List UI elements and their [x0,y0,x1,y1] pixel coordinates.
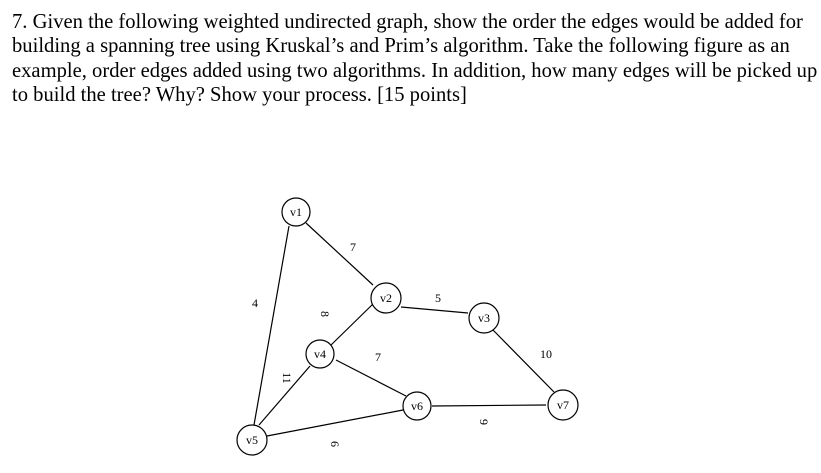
question-line: building a spanning tree using Kruskal’s… [12,35,790,58]
node-label-v7: v7 [557,398,569,412]
edge-v5-v6 [266,409,404,437]
node-v2 [370,282,402,314]
edge-v2-v3 [400,306,469,314]
node-label-v4: v4 [314,347,326,361]
weight-v3-v7: 10 [540,347,552,361]
node-label-v2: v2 [380,291,392,305]
node-label-v6: v6 [411,399,423,413]
node-v3 [468,302,500,334]
edge-v3-v7 [492,329,555,393]
node-label-v3: v3 [478,311,490,325]
weight-v6-v7: 9 [477,419,491,425]
edge-v4-v6 [335,359,407,397]
question-line: example, order edges added using two alg… [12,59,818,82]
weight-v4-v6: 7 [375,350,381,364]
weight-v4-v5: 11 [280,372,294,384]
question-text: 7. Given the following weighted undirect… [12,10,818,107]
weight-v1-v5: 4 [252,296,258,310]
edge-v1-v2 [305,222,374,286]
weight-v5-v6: 6 [328,441,342,447]
weight-v2-v4: 8 [318,311,332,317]
node-v7 [547,389,579,421]
edge-v6-v7 [431,404,547,407]
question-line: 7. Given the following weighted undirect… [12,11,803,33]
weight-v1-v2: 7 [350,240,356,254]
node-label-v1: v1 [290,205,302,219]
node-v1 [281,197,311,227]
node-label-v5: v5 [246,433,258,447]
weight-v2-v3: 5 [435,291,441,305]
edge-v1-v5 [253,225,290,426]
question-line: to build the tree? Why? Show your proces… [12,83,467,106]
node-v5 [236,424,268,456]
edge-v4-v5 [258,365,311,426]
edge-v2-v4 [329,302,375,347]
node-v6 [402,391,432,421]
node-v4 [305,339,335,369]
